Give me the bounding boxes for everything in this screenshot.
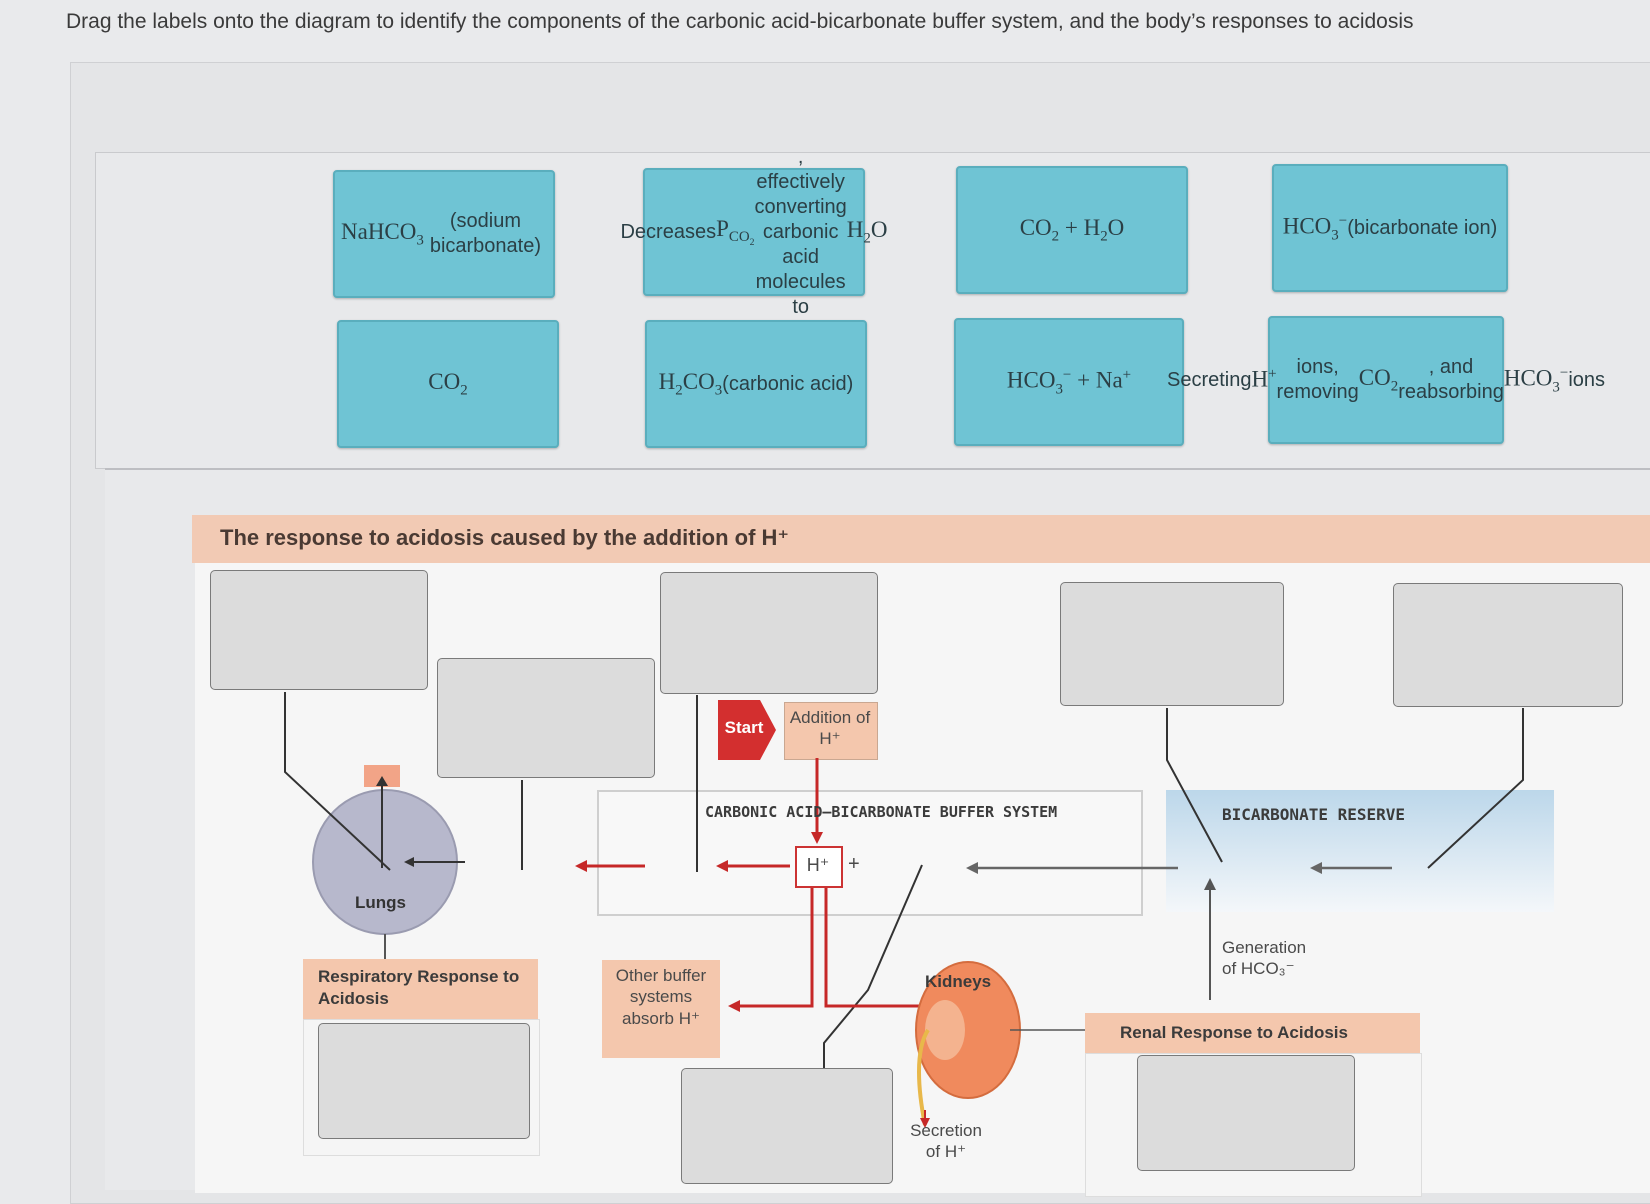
bicarbonate-reserve-label: BICARBONATE RESERVE bbox=[1222, 805, 1406, 824]
drop-target-5[interactable] bbox=[1393, 583, 1623, 707]
drop-target-6[interactable] bbox=[681, 1068, 893, 1184]
drop-target-3[interactable] bbox=[660, 572, 878, 694]
secretion-label: Secretion of H⁺ bbox=[910, 1121, 982, 1162]
plus-sign: + bbox=[848, 853, 860, 875]
renal-response-header bbox=[1085, 1013, 1420, 1053]
addition-of-h-box bbox=[784, 702, 878, 760]
buffer-system-box bbox=[597, 790, 1143, 916]
lungs-label: Lungs bbox=[355, 893, 406, 912]
start-badge bbox=[718, 700, 776, 760]
respiratory-response-label: Respiratory Response to Acidosis bbox=[318, 967, 520, 1009]
drop-target-respiratory[interactable] bbox=[318, 1023, 530, 1139]
kidneys-label: Kidneys bbox=[925, 972, 992, 991]
generation-label: Generation of HCO₃⁻ bbox=[1222, 938, 1307, 979]
label-tile-co2[interactable]: CO2 bbox=[337, 320, 559, 448]
other-buffer-box bbox=[602, 960, 720, 1058]
instruction-text: Drag the labels onto the diagram to iden… bbox=[66, 10, 1414, 33]
diagram-title: The response to acidosis caused by the a… bbox=[220, 525, 790, 550]
label-tile-hco3-ion[interactable]: HCO3− (bicarbonate ion) bbox=[1272, 164, 1508, 292]
renal-response-label: Renal Response to Acidosis bbox=[1120, 1023, 1348, 1042]
label-tile-h2co3[interactable]: H2CO3 (carbonic acid) bbox=[645, 320, 867, 448]
label-tile-nahco3[interactable]: NaHCO3 (sodium bicarbonate) bbox=[333, 170, 555, 298]
respiratory-response-header bbox=[303, 959, 538, 1019]
h-plus-label: H⁺ bbox=[806, 855, 830, 875]
addition-of-h-label: Addition of H⁺ bbox=[789, 708, 871, 749]
label-tile-decreases-pco2[interactable]: Decreases PCO2, effectively converting c… bbox=[620, 146, 887, 318]
drop-target-renal[interactable] bbox=[1137, 1055, 1355, 1171]
drop-target-4[interactable] bbox=[1060, 582, 1284, 706]
diagram-header bbox=[192, 515, 1650, 563]
other-buffer-label: Other buffer systems absorb H⁺ bbox=[615, 966, 707, 1028]
drop-target-1[interactable] bbox=[210, 570, 428, 690]
start-label: Start bbox=[724, 718, 764, 737]
label-tile-co2-h2o[interactable]: CO2 + H2O bbox=[956, 166, 1188, 294]
h-plus-box bbox=[795, 846, 843, 888]
label-tile-hco3-na[interactable]: HCO3− + Na+ bbox=[954, 318, 1184, 446]
drop-target-2[interactable] bbox=[437, 658, 655, 778]
buffer-system-label: CARBONIC ACID–BICARBONATE BUFFER SYSTEM bbox=[705, 803, 1058, 821]
label-tile-secreting-h[interactable]: Secreting H+ ions, removing CO2, and rea… bbox=[1167, 316, 1605, 444]
